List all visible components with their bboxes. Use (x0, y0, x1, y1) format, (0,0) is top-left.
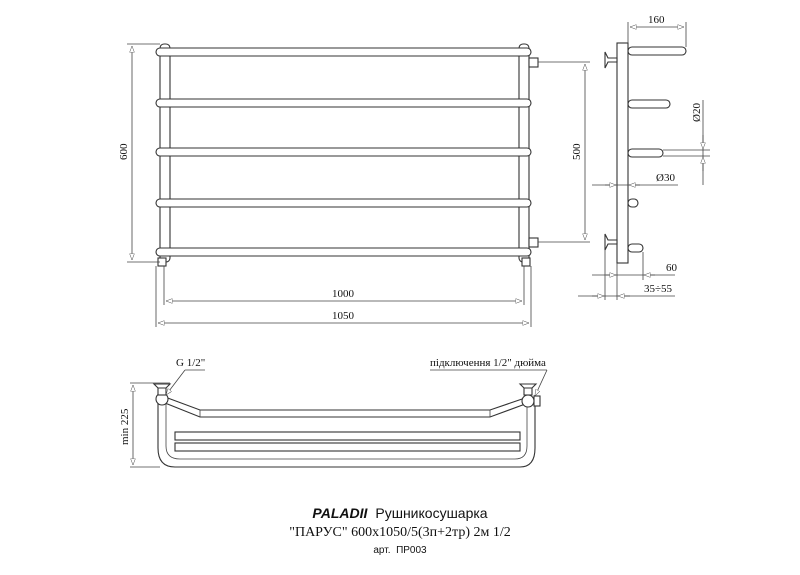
dim-pipe-diameter-label: Ø30 (656, 172, 675, 184)
top-view: min 225 G 1/2" підключення 1/2" дюйма (119, 357, 548, 468)
article-number: ПР003 (396, 545, 427, 556)
dim-min-depth-label: min 225 (119, 408, 131, 445)
front-view: 600 500 1000 1050 (118, 43, 590, 327)
dim-offset-label: 60 (666, 262, 678, 274)
dim-inner-width-label: 1000 (332, 288, 355, 300)
title-line: PALADII Рушникосушарка (0, 505, 800, 521)
article-caption: арт. (373, 545, 391, 556)
side-view: 160 Ø20 Ø30 60 35÷55 (578, 14, 710, 300)
brand-label: PALADII (312, 505, 368, 521)
dim-axis-label: 500 (571, 143, 583, 160)
dim-outer-width-label: 1050 (332, 310, 355, 322)
dim-depth-label: 160 (648, 14, 665, 26)
dim-height-label: 600 (118, 143, 130, 160)
article-line: арт. ПР003 (0, 545, 800, 556)
model-label: "ПАРУС" 600x1050/5(3п+2тр) 2м 1/2 (289, 525, 511, 540)
product-type: Рушникосушарка (375, 505, 488, 521)
dim-bar-diameter-label: Ø20 (691, 103, 703, 122)
dim-wall-gap-label: 35÷55 (644, 283, 673, 295)
thread-label: G 1/2" (176, 357, 205, 369)
connection-label: підключення 1/2" дюйма (430, 357, 546, 369)
